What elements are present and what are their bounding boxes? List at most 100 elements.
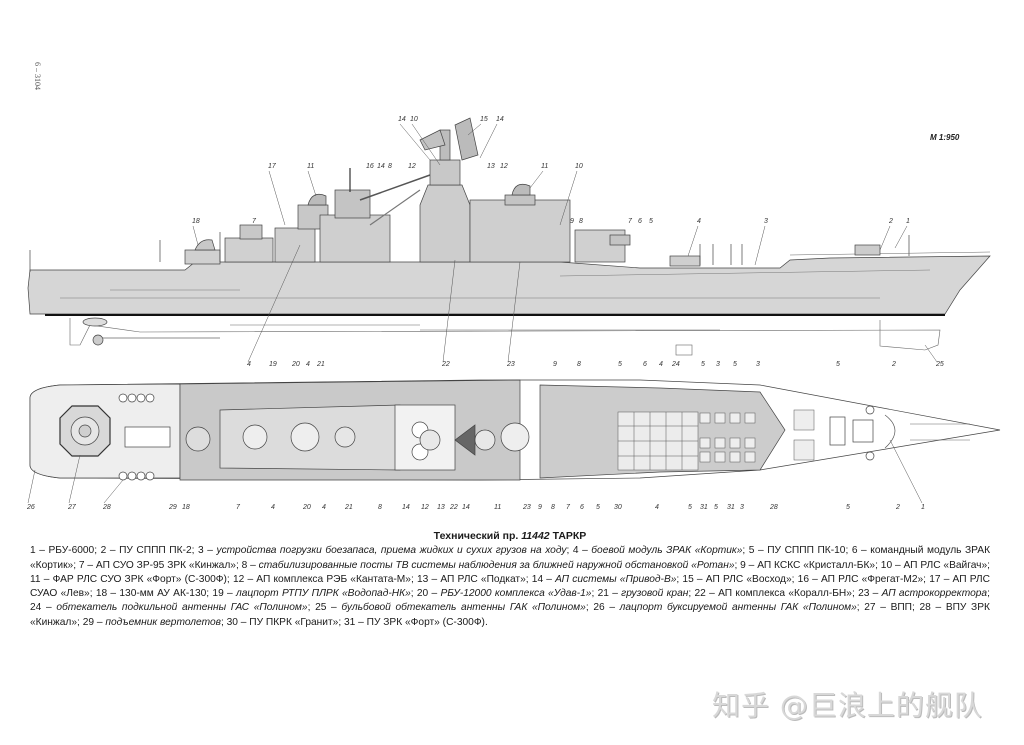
callout-label: 7 [566, 504, 571, 511]
legend-item: 31 – ПУ ЗРК «Форт» (С-300Ф). [343, 616, 488, 628]
callout-label: 30 [614, 504, 622, 511]
caption-title-prefix: Технический пр. [433, 530, 519, 542]
callout-label: 9 [553, 361, 557, 368]
legend-item: 21 – грузовой кран; [597, 588, 695, 600]
callout-label: 5 [618, 361, 622, 368]
callout-label: 11 [307, 163, 314, 170]
legend-item: 2 – ПУ СППП ПК-2; [100, 545, 199, 557]
callout-label: 5 [649, 218, 653, 225]
caption: Технический пр. 11442 ТАРКР 1 – РБУ-6000… [30, 529, 990, 630]
leader-lines [27, 123, 938, 504]
legend-item: 17 – АП РЛС СУАО «Лев»; [30, 573, 990, 600]
callout-label: 15 [480, 116, 488, 123]
callout-label: 6 [643, 361, 647, 368]
callout-label: 5 [688, 504, 692, 511]
callout-label: 10 [410, 116, 418, 123]
callout-label: 29 [168, 504, 177, 511]
legend-item: 27 – ВПП; [864, 602, 920, 614]
hull-profile [27, 255, 991, 315]
callout-label: 26 [26, 504, 35, 511]
callout-label: 25 [935, 361, 944, 368]
legend-item: 3 – устройства погрузки боезапаса, прием… [198, 545, 573, 557]
legend-item: 6 – командный модуль ЗРАК «Кортик»; [30, 545, 991, 571]
legend-item: 30 – ПУ ПКРК «Гранит»; [226, 616, 344, 628]
callout-label: 18 [182, 504, 190, 511]
legend-item: 8 – стабилизированные посты ТВ системы н… [241, 559, 741, 571]
callout-label: 28 [769, 504, 778, 511]
callout-label: 4 [271, 504, 275, 511]
legend-item: 24 – обтекатель подкильной антенны ГАС «… [30, 602, 316, 614]
callout-label: 28 [102, 504, 111, 511]
callout-label: 14 [462, 504, 470, 511]
legend-item: 11 – ФАР РЛС СУО ЗРК «Форт» (С-300Ф); [30, 573, 233, 585]
callout-label: 10 [575, 163, 583, 170]
callout-label: 14 [398, 116, 406, 123]
callout-label: 5 [733, 361, 737, 368]
callout-label: 13 [487, 163, 495, 170]
callout-label: 8 [577, 361, 581, 368]
legend-item: 28 – ВПУ ЗРК «Кинжал»; [30, 602, 990, 628]
callout-label: 11 [494, 504, 501, 511]
callout-label: 13 [437, 504, 445, 511]
callout-label: 5 [836, 361, 840, 368]
callout-label: 14 [496, 116, 504, 123]
callout-label: 4 [247, 361, 251, 368]
plan-view [29, 379, 1001, 481]
callout-label: 3 [756, 361, 760, 368]
callout-label: 7 [236, 504, 241, 511]
callout-label: 31 [727, 504, 735, 511]
callout-label: 23 [506, 361, 515, 368]
callout-label: 31 [700, 504, 708, 511]
callout-label: 3 [716, 361, 720, 368]
callout-label: 20 [291, 361, 300, 368]
callout-label: 21 [316, 361, 325, 368]
callout-label: 9 [538, 504, 542, 511]
callout-label: 14 [402, 504, 410, 511]
legend-item: 9 – АП КСКС «Кристалл-БК»; [740, 559, 881, 571]
scale-label: M 1:950 [930, 133, 960, 142]
legend-item: 14 – АП системы «Привод-В»; [531, 573, 683, 585]
callout-label: 4 [659, 361, 663, 368]
legend-item: 19 – лацпорт РТПУ ПЛРК «Водопад-НК»; [212, 588, 417, 600]
callout-label: 19 [269, 361, 277, 368]
legend-item: 23 – АП астрокорректора; [858, 588, 990, 600]
legend-item: 15 – АП РЛС «Восход»; [682, 573, 798, 585]
legend-item: 26 – лацпорт буксируемой антенны ГАК «По… [593, 602, 865, 614]
legend-item: 5 – ПУ СППП ПК-10; [748, 545, 852, 557]
callout-label: 5 [714, 504, 718, 511]
callout-label: 4 [306, 361, 310, 368]
callout-label: 2 [888, 218, 893, 225]
callout-label: 21 [344, 504, 353, 511]
callout-label: 2 [895, 504, 900, 511]
callout-label: 12 [500, 163, 508, 170]
callout-label: 5 [596, 504, 600, 511]
legend-item: 1 – РБУ-6000; [30, 545, 101, 557]
callout-label: 4 [322, 504, 326, 511]
callout-label: 12 [408, 163, 416, 170]
callout-label: 1 [906, 218, 910, 225]
callout-label: 3 [740, 504, 744, 511]
ship-drawing: 141015141711161481213121110187987654321 … [26, 116, 1001, 511]
callout-label: 11 [541, 163, 548, 170]
callout-label: 8 [388, 163, 392, 170]
callout-label: 1 [921, 504, 925, 511]
caption-title-number: 11442 [521, 530, 550, 542]
callout-label: 8 [551, 504, 555, 511]
watermark: 知乎 @巨浪上的舰队 [712, 689, 983, 722]
caption-title-suffix: ТАРКР [552, 530, 587, 542]
callout-label: 6 [638, 218, 642, 225]
callout-label: 6 [580, 504, 584, 511]
caption-title: Технический пр. 11442 ТАРКР [30, 529, 990, 543]
callout-label: 8 [378, 504, 382, 511]
callout-label: 16 [366, 163, 374, 170]
legend-item: 10 – АП РЛС «Вайгач»; [880, 559, 990, 571]
callout-label: 12 [421, 504, 429, 511]
callout-label: 14 [377, 163, 385, 170]
callout-label: 18 [192, 218, 200, 225]
callout-label: 4 [697, 218, 701, 225]
legend-item: 29 – подъемник вертолетов; [82, 616, 227, 628]
callout-label: 9 [570, 218, 574, 225]
callout-label: 4 [655, 504, 659, 511]
